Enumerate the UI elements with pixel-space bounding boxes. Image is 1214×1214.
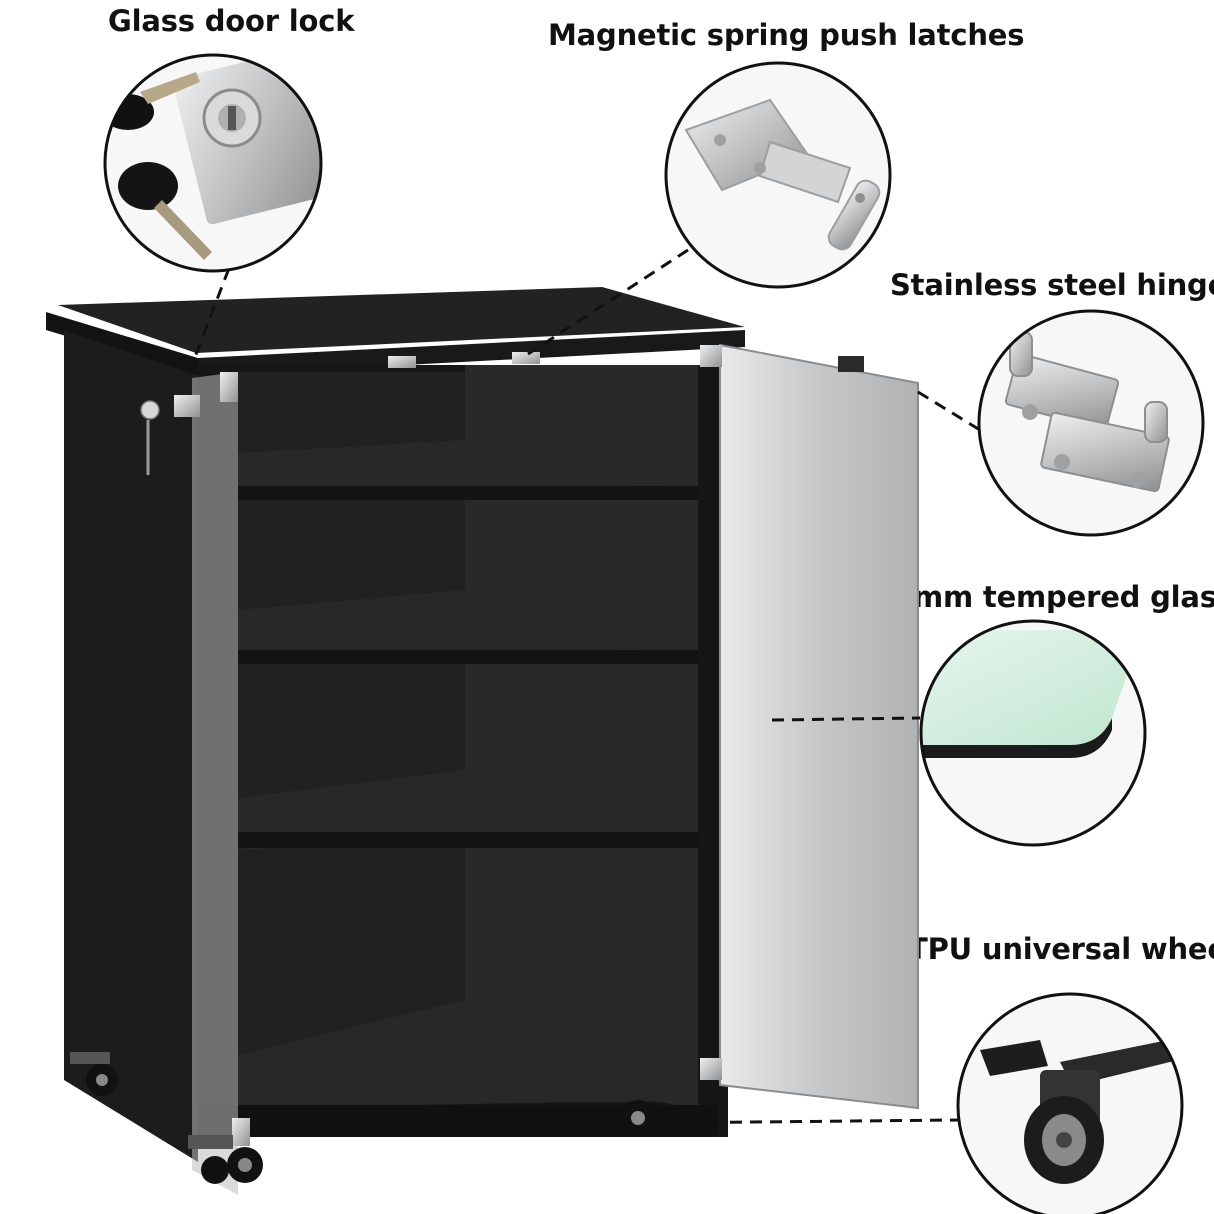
- casters: [70, 1052, 656, 1184]
- cabinet-side-panel: [64, 330, 198, 1162]
- caster-wheel-icon: [956, 992, 1184, 1214]
- shelves: [238, 440, 698, 1108]
- glass-door-lock-label: Glass door lock: [108, 4, 355, 38]
- wheel-label: TPU universal wheel: [908, 932, 1214, 966]
- glass-pane-icon: [919, 619, 1147, 847]
- push-latch-label: Magnetic spring push latches: [548, 18, 1025, 52]
- hinge-icon: [977, 309, 1205, 537]
- hinges-label: Stainless steel hinges: [890, 268, 1214, 302]
- glass-door-open: [719, 343, 919, 1110]
- cabinet: [46, 287, 919, 1195]
- push-latch-icon: [664, 61, 892, 289]
- lock-key-icon: [103, 53, 323, 273]
- cabinet-top: [58, 287, 745, 353]
- tempered-glass-label: 5mm tempered glass: [893, 580, 1214, 614]
- glass-door-closed: [192, 372, 238, 1195]
- door-lock: [140, 395, 200, 475]
